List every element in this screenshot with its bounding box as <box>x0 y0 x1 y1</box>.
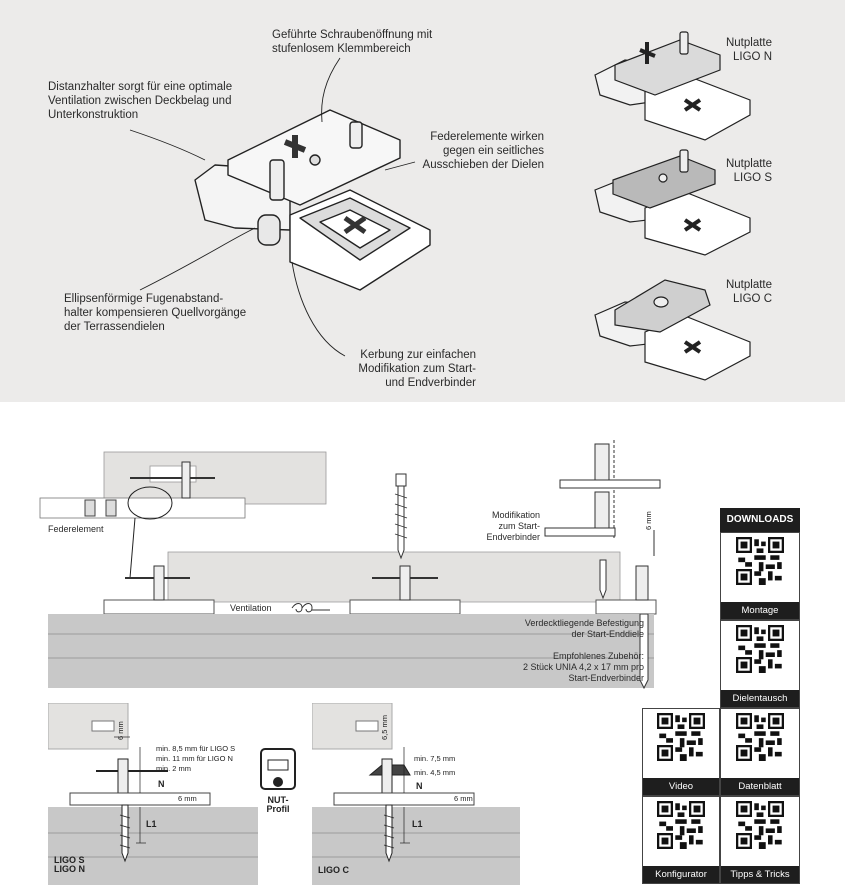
downloads-title: DOWNLOADS <box>720 508 800 532</box>
label-zubehoer: Empfohlenes Zubehör: 2 Stück UNIA 4,2 x … <box>522 651 644 683</box>
min-75mm: min. 7,5 mm <box>414 754 456 763</box>
dim-65mm: 6,5 mm <box>380 714 389 740</box>
label-modifikation: Modifikation zum Start- Endverbinder <box>486 510 540 542</box>
qr-code-icon <box>657 801 705 849</box>
variant-label-ligo-n: Nutplatte LIGO N <box>725 37 772 63</box>
detail-left-drawing <box>48 703 258 885</box>
download-label: Tipps & Tricks <box>721 866 799 883</box>
qr-code-icon <box>657 713 705 761</box>
dim-6mm-left-bottom: 6 mm <box>178 794 197 803</box>
download-video[interactable]: Video <box>642 708 720 796</box>
download-label: Konfigurator <box>643 866 719 883</box>
download-dielentausch[interactable]: Dielentausch <box>720 620 800 708</box>
variant-label-ligo-c: Nutplatte LIGO C <box>725 279 772 305</box>
min-11mm: min. 11 mm für LIGO N <box>156 754 233 763</box>
detail-right-drawing <box>312 703 520 885</box>
qr-code-icon <box>736 801 784 849</box>
download-label: Datenblatt <box>721 778 799 795</box>
label-ventilation: Ventilation <box>230 603 272 613</box>
min-2mm: min. 2 mm <box>156 764 192 773</box>
download-label: Video <box>643 778 719 795</box>
dim-n-left: N <box>158 779 165 789</box>
download-datenblatt[interactable]: Datenblatt <box>720 708 800 796</box>
label-ligo-s-n: LIGO S LIGO N <box>54 855 85 874</box>
label-verdeckt: Verdecktliegende Befestigung der Start-E… <box>524 618 644 639</box>
qr-code-icon <box>736 625 784 673</box>
main-product-drawing <box>129 31 751 381</box>
nut-profile-icon <box>260 748 296 790</box>
dim-6mm-right-bottom: 6 mm <box>454 794 473 803</box>
min-45mm: min. 4,5 mm <box>414 768 456 777</box>
download-label: Montage <box>721 602 799 619</box>
label-ligo-c: LIGO C <box>318 865 349 875</box>
installation-drawing <box>39 440 661 690</box>
nut-profil-label: NUT- Profil <box>266 795 290 814</box>
min-85mm: min. 8,5 mm für LIGO S <box>156 744 236 753</box>
callout-spring-elements: Federelemente wirken gegen ein seitliche… <box>422 131 544 171</box>
download-montage[interactable]: Montage <box>720 532 800 620</box>
dim-l1-left: L1 <box>146 819 157 829</box>
download-label: Dielentausch <box>721 690 799 707</box>
callout-screw-opening: Geführte Schraubenöffnung mit stufenlose… <box>272 29 433 55</box>
download-tipps-tricks[interactable]: Tipps & Tricks <box>720 796 800 884</box>
qr-code-icon <box>736 713 784 761</box>
variant-label-ligo-s: Nutplatte LIGO S <box>725 158 772 184</box>
callout-notch: Kerbung zur einfachen Modifikation zum S… <box>358 349 476 389</box>
dim-6mm-mid: 6 mm <box>644 511 653 530</box>
dim-l1-right: L1 <box>412 819 423 829</box>
label-federelement: Federelement <box>48 524 104 534</box>
callout-ellipse: Ellipsenförmige Fugenabstand- halter kom… <box>64 293 247 333</box>
dim-n-right: N <box>416 781 423 791</box>
dim-6mm-left: 6 mm <box>116 721 125 740</box>
download-konfigurator[interactable]: Konfigurator <box>642 796 720 884</box>
qr-code-icon <box>736 537 784 585</box>
callout-spacer: Distanzhalter sorgt für eine optimale Ve… <box>48 81 233 121</box>
